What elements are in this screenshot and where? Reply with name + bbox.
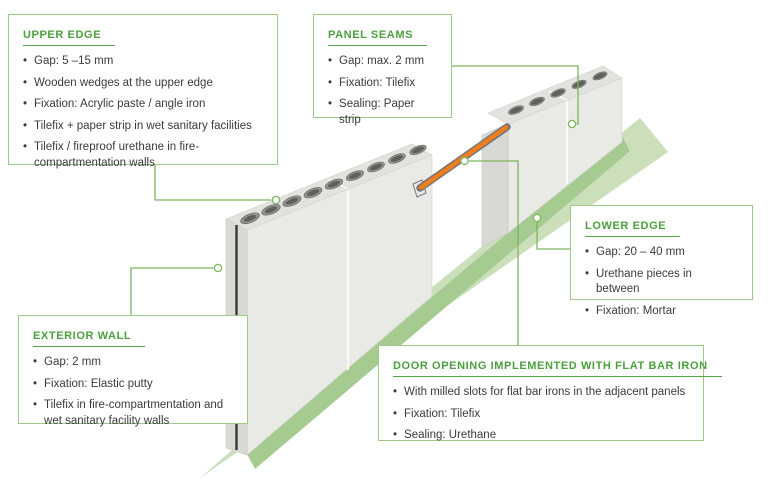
list-item: •Fixation: Acrylic paste / angle iron [23, 97, 263, 113]
callout-title: DOOR OPENING IMPLEMENTED WITH FLAT BAR I… [393, 360, 722, 377]
callout-list: •Gap: max. 2 mm •Fixation: Tilefix •Seal… [328, 54, 437, 128]
list-item: •Gap: 2 mm [33, 355, 233, 371]
bullet-icon: • [328, 55, 333, 67]
leader-lines [130, 65, 579, 345]
bullet-icon: • [33, 356, 38, 368]
callout-exterior-wall: EXTERIOR WALL •Gap: 2 mm •Fixation: Elas… [18, 315, 248, 427]
callout-list: •With milled slots for flat bar irons in… [393, 385, 689, 444]
bullet-icon: • [393, 407, 398, 420]
hollow-cores [240, 71, 608, 225]
list-item: •Sealing: Urethane [393, 428, 689, 444]
bullet-icon: • [23, 119, 28, 132]
bullet-icon: • [23, 55, 28, 67]
leader-lower-edge [536, 222, 570, 250]
bullet-icon: • [23, 98, 28, 111]
bullet-icon: • [328, 98, 333, 111]
list-item: •With milled slots for flat bar irons in… [393, 385, 689, 401]
leader-upper-edge [154, 165, 271, 201]
callout-panel-seams: PANEL SEAMS •Gap: max. 2 mm •Fixation: T… [313, 14, 452, 126]
callout-title: LOWER EDGE [585, 220, 681, 237]
list-item: •Gap: 5 –15 mm [23, 54, 263, 70]
list-item: •Sealing: Paper strip [328, 97, 437, 128]
leader-panel-seams [452, 65, 579, 125]
bullet-icon: • [585, 267, 590, 280]
bullet-icon: • [33, 377, 38, 390]
bullet-icon: • [23, 76, 28, 89]
bullet-icon: • [585, 246, 590, 258]
bullet-icon: • [393, 386, 398, 398]
list-item: •Fixation: Mortar [585, 304, 738, 320]
callout-door-opening: DOOR OPENING IMPLEMENTED WITH FLAT BAR I… [378, 345, 722, 444]
list-item: •Gap: max. 2 mm [328, 54, 437, 70]
list-item: •Fixation: Tilefix [328, 76, 437, 92]
list-item: •Tilefix + paper strip in wet sanitary f… [23, 119, 263, 135]
callout-list: •Gap: 2 mm •Fixation: Elastic putty •Til… [33, 355, 233, 429]
leader-door-opening [469, 160, 519, 345]
bullet-icon: • [23, 141, 28, 154]
anchor-dot-exterior-wall [213, 263, 223, 273]
bullet-icon: • [328, 76, 333, 89]
callout-title: EXTERIOR WALL [33, 330, 146, 347]
list-item: •Wooden wedges at the upper edge [23, 76, 263, 92]
callout-upper-edge: UPPER EDGE •Gap: 5 –15 mm •Wooden wedges… [8, 14, 278, 169]
callout-list: •Gap: 5 –15 mm •Wooden wedges at the upp… [23, 54, 263, 171]
callout-title: UPPER EDGE [23, 29, 116, 46]
list-item: •Fixation: Elastic putty [33, 377, 233, 393]
callout-title: PANEL SEAMS [328, 29, 428, 46]
bullet-icon: • [33, 399, 38, 412]
anchor-dot-panel-seams [567, 119, 577, 129]
callout-list: •Gap: 20 – 40 mm •Urethane pieces in bet… [585, 245, 738, 319]
panel-seam-lines [347, 101, 568, 370]
list-item: •Urethane pieces in between [585, 267, 738, 298]
bullet-icon: • [585, 304, 590, 317]
bullet-icon: • [393, 429, 398, 442]
list-item: •Fixation: Tilefix [393, 407, 689, 423]
anchor-dot-upper-edge [271, 195, 281, 205]
list-item: •Tilefix / fireproof urethane in fire-co… [23, 140, 263, 171]
leader-exterior-wall [130, 267, 214, 315]
callout-lower-edge: LOWER EDGE •Gap: 20 – 40 mm •Urethane pi… [570, 205, 753, 317]
anchor-dot-door-opening [460, 156, 469, 166]
list-item: •Gap: 20 – 40 mm [585, 245, 738, 261]
list-item: •Tilefix in fire-compartmentation and we… [33, 398, 233, 429]
anchor-dot-lower-edge [532, 213, 542, 223]
door-jamb-face [481, 123, 509, 248]
